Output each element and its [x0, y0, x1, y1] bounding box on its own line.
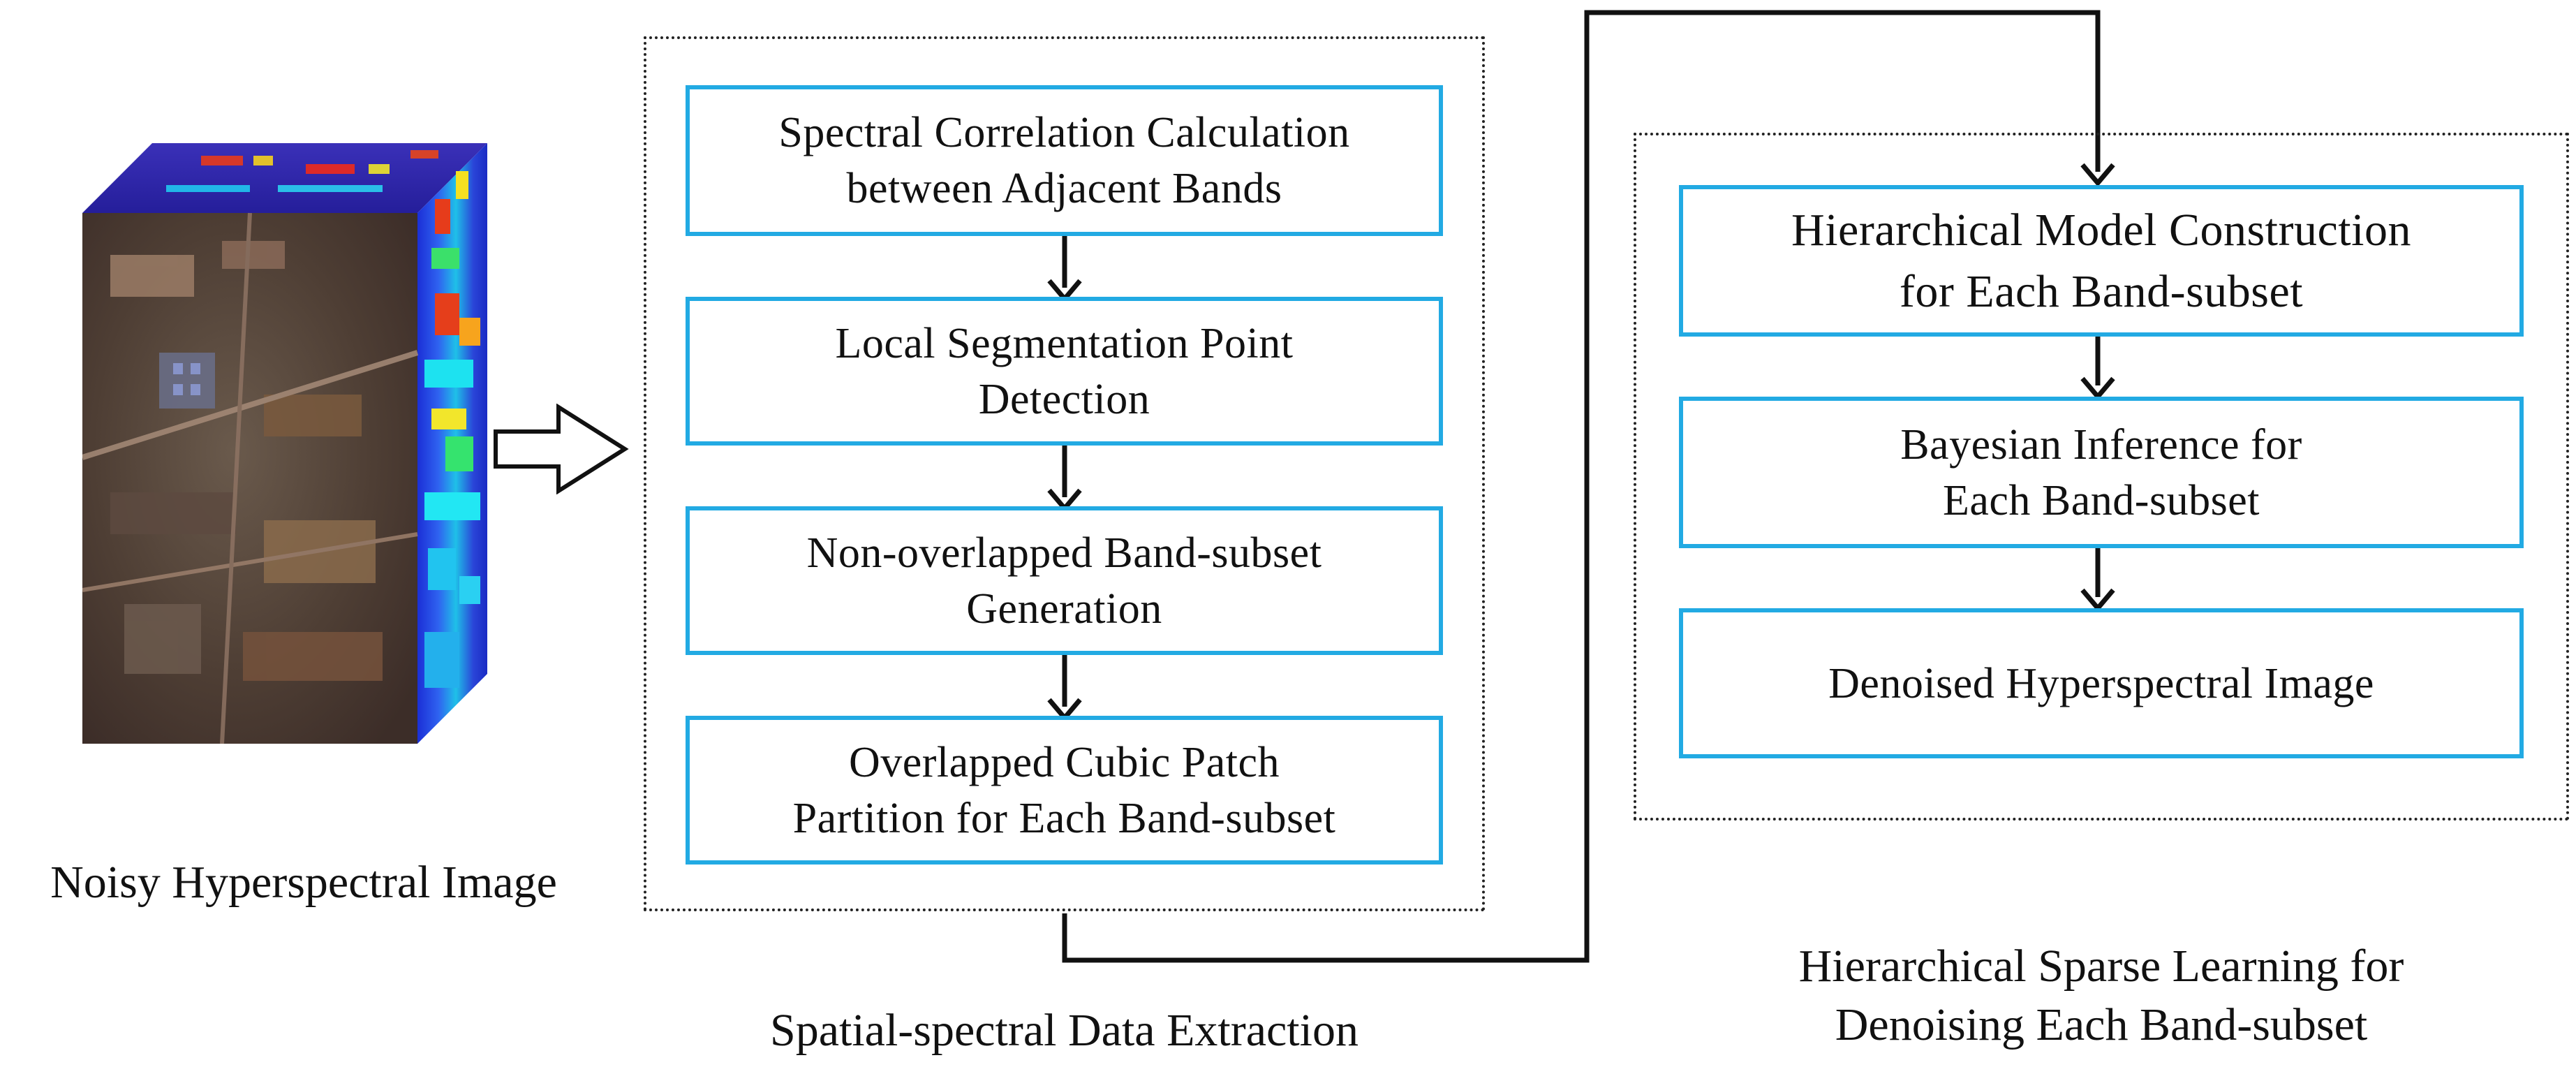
- cube-side-bands: [424, 171, 480, 688]
- learning-group-frame: [1634, 133, 2569, 821]
- extraction-group-frame: [644, 36, 1485, 911]
- extraction-step-2: Local Segmentation Point Detection: [686, 297, 1443, 446]
- arrowhead-4-icon: [2080, 163, 2115, 187]
- extraction-step-3-label: Non-overlapped Band-subset Generation: [806, 529, 1322, 633]
- cube-front-features: [82, 212, 419, 744]
- input-caption: Noisy Hyperspectral Image: [50, 857, 557, 908]
- connector-extraction-to-learning: [1062, 10, 2101, 963]
- cube-top-bands: [166, 150, 438, 192]
- extraction-step-1-label: Spectral Correlation Calculation between…: [778, 109, 1350, 212]
- extraction-step-1: Spectral Correlation Calculation between…: [686, 85, 1443, 236]
- extraction-step-4: Overlapped Cubic Patch Partition for Eac…: [686, 716, 1443, 865]
- extraction-step-3: Non-overlapped Band-subset Generation: [686, 506, 1443, 655]
- learning-step-2: Bayesian Inference for Each Band-subset: [1679, 397, 2524, 548]
- extraction-step-2-label: Local Segmentation Point Detection: [835, 319, 1294, 423]
- learning-step-1: Hierarchical Model Construction for Each…: [1679, 185, 2524, 337]
- learning-step-1-label: Hierarchical Model Construction for Each…: [1791, 204, 2411, 317]
- extraction-step-4-label: Overlapped Cubic Patch Partition for Eac…: [792, 738, 1336, 842]
- learning-caption: Hierarchical Sparse Learning for Denoisi…: [1798, 941, 2404, 1050]
- hyperspectral-cube-image: [82, 143, 487, 744]
- learning-step-3: Denoised Hyperspectral Image: [1679, 608, 2524, 758]
- learning-step-2-label: Bayesian Inference for Each Band-subset: [1900, 420, 2302, 524]
- extraction-caption: Spatial-spectral Data Extraction: [770, 1005, 1359, 1056]
- cube-top-face: [82, 143, 487, 213]
- hollow-right-arrow-icon: [494, 404, 629, 494]
- learning-step-3-label: Denoised Hyperspectral Image: [1828, 659, 2374, 707]
